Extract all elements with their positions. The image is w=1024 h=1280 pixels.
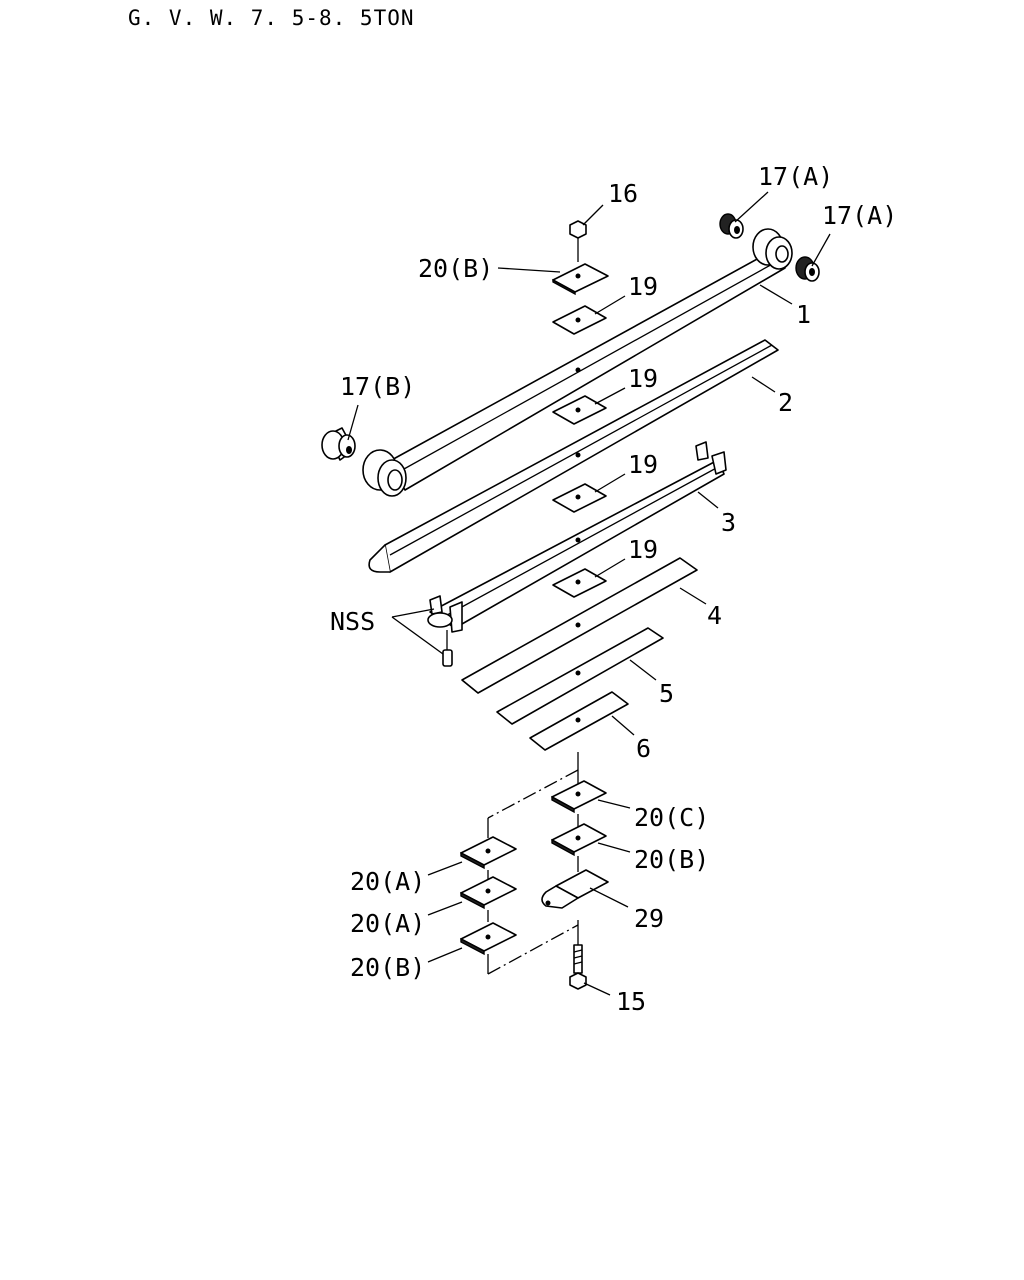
leaf-3: [427, 441, 727, 633]
plate-20a-2: [460, 876, 517, 910]
spacer-19-1: [552, 305, 607, 335]
leaf-5: [496, 627, 664, 725]
plate-20c: [551, 780, 607, 814]
nss-bolt: [442, 630, 453, 667]
callout-1: 1: [796, 300, 811, 329]
spacer-19-2: [552, 395, 607, 425]
callout-2: 2: [778, 388, 793, 417]
callout-16: 16: [608, 179, 638, 208]
leaf-1: [362, 228, 793, 497]
dash-link-top: [487, 769, 579, 819]
callout-5: 5: [659, 679, 674, 708]
leader-lines: [347, 191, 831, 996]
callout-20a-1: 20(A): [350, 867, 425, 896]
dash-link-bottom: [487, 924, 579, 975]
callout-20b-left: 20(B): [350, 953, 425, 982]
callout-17a-upper: 17(A): [758, 162, 833, 191]
leaf-6: [529, 691, 629, 751]
callout-17a-lower: 17(A): [822, 201, 897, 230]
callout-19-2: 19: [628, 364, 658, 393]
callout-20b-top: 20(B): [418, 254, 493, 283]
callout-29: 29: [634, 904, 664, 933]
leaf-4: [461, 557, 698, 694]
bushing-17b: [321, 427, 356, 461]
callout-20c: 20(C): [634, 803, 709, 832]
callout-19-3: 19: [628, 450, 658, 479]
spacer-19-4: [552, 568, 607, 598]
callout-19-4: 19: [628, 535, 658, 564]
plate-20a-1: [460, 836, 517, 870]
plate-20b-right: [551, 823, 607, 857]
plate-20b-top: [552, 263, 609, 296]
bolt-15: [569, 944, 587, 990]
nut-16: [569, 220, 587, 262]
bracket-29: [541, 869, 609, 909]
header-title: G. V. W. 7. 5-8. 5TON: [128, 6, 415, 30]
spacer-19-3: [552, 483, 607, 513]
callout-4: 4: [707, 601, 722, 630]
callout-19-1: 19: [628, 272, 658, 301]
callout-17b: 17(B): [340, 372, 415, 401]
callout-3: 3: [721, 508, 736, 537]
callout-15: 15: [616, 987, 646, 1016]
plate-20b-left: [460, 922, 517, 956]
callout-nss: NSS: [330, 607, 375, 636]
callout-6: 6: [636, 734, 651, 763]
callout-20b-right: 20(B): [634, 845, 709, 874]
callout-20a-2: 20(A): [350, 909, 425, 938]
bushing-17a-upper: [719, 213, 744, 239]
bushing-17a-lower: [795, 256, 820, 282]
leaf-2: [368, 339, 779, 573]
